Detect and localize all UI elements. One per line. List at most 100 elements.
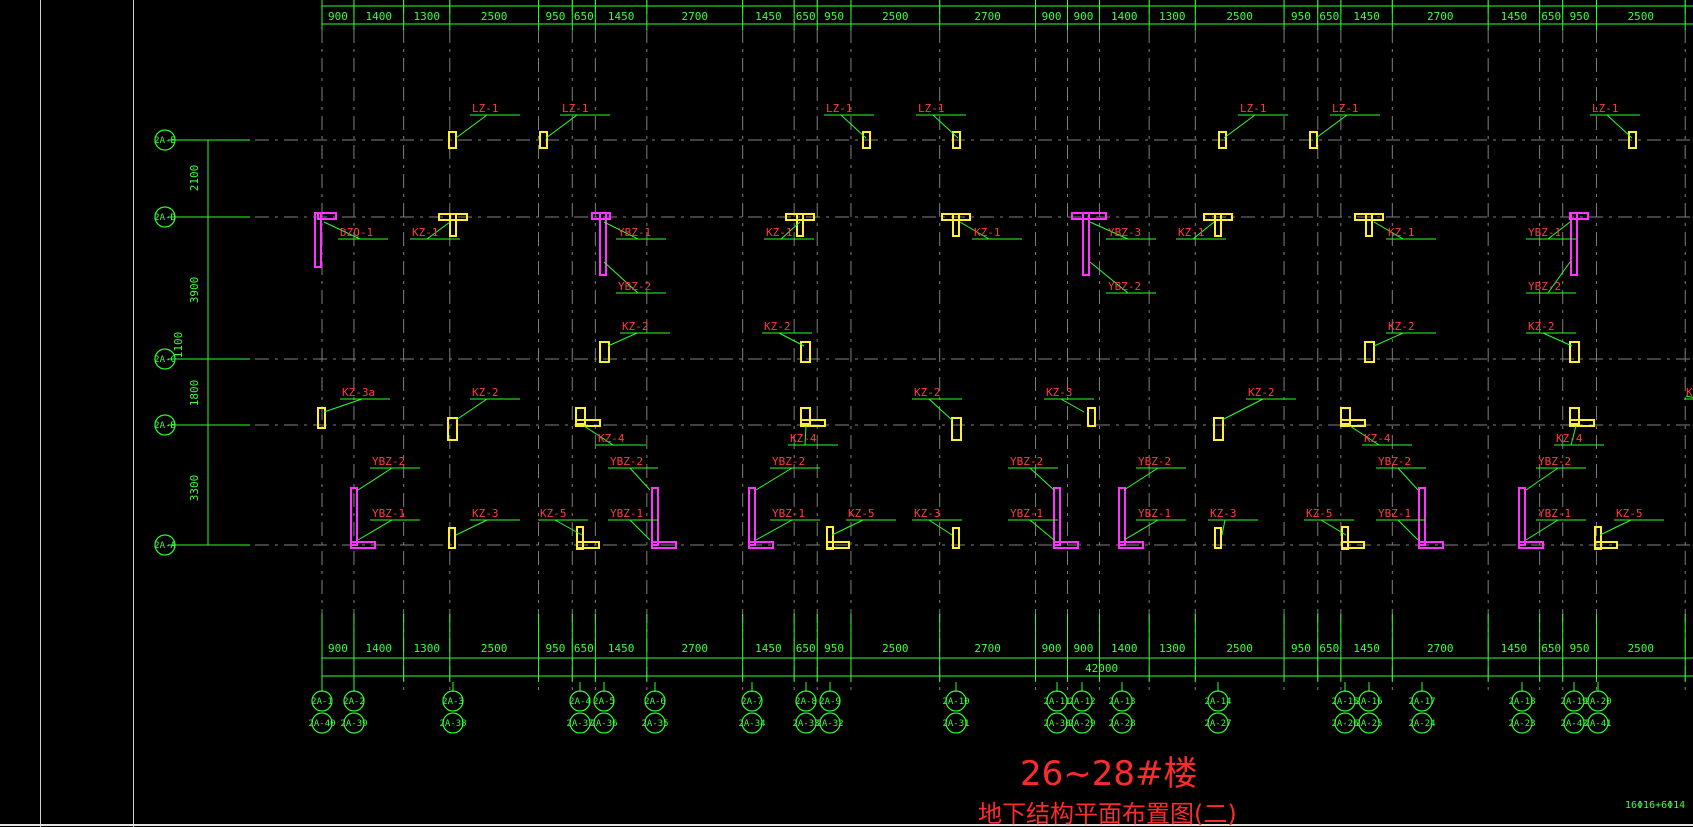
column-tag: LZ-1 bbox=[1332, 102, 1359, 115]
tag-leader bbox=[603, 221, 639, 240]
tag-leader bbox=[1606, 114, 1633, 139]
column-axis-bubbles: 2A-12A-402A-22A-392A-32A-382A-42A-372A-5… bbox=[308, 682, 1612, 734]
column-outline bbox=[1569, 407, 1580, 425]
column-outline bbox=[1214, 213, 1222, 237]
column-outline bbox=[952, 527, 960, 549]
column-axis-label: 2A-30 bbox=[1043, 719, 1070, 729]
column-axis-label: 2A-17 bbox=[1408, 697, 1435, 707]
column-tag: KZ-1 bbox=[1388, 226, 1415, 239]
row-axis-bubbles: 2A-E2A-D2A-C2A-B2A-A bbox=[154, 129, 176, 556]
drawing-title: 26~28#楼 bbox=[1020, 754, 1198, 794]
column-tag: KZ-1 bbox=[974, 226, 1001, 239]
column-axis-label: 2A-27 bbox=[1204, 719, 1231, 729]
column-tag: LZ-1 bbox=[826, 102, 853, 115]
tag-leader bbox=[603, 261, 639, 294]
bottom-dim-text: 1450 bbox=[1353, 642, 1380, 655]
column-tag: KZ-2 bbox=[1248, 386, 1275, 399]
column-outline bbox=[1087, 407, 1096, 427]
top-dim-text: 2500 bbox=[481, 10, 508, 23]
column-axis-bubble bbox=[593, 712, 615, 734]
top-dim-text: 1450 bbox=[608, 10, 635, 23]
column-axis-bubble bbox=[741, 690, 763, 712]
column-axis-label: 2A-9 bbox=[819, 697, 841, 707]
top-dim-text: 650 bbox=[796, 10, 816, 23]
column-axis-bubble bbox=[1411, 712, 1433, 734]
top-dim-text: 2500 bbox=[1628, 10, 1655, 23]
column-tag: KZ-5 bbox=[848, 507, 875, 520]
column-axis-label: 2A-26 bbox=[1331, 719, 1358, 729]
tag-leader bbox=[928, 519, 953, 536]
tag-leader bbox=[1223, 114, 1256, 139]
column-axis-label: 2A-20 bbox=[1584, 697, 1611, 707]
top-dim-text: 2500 bbox=[1226, 10, 1253, 23]
column-tag: YBZ-2 bbox=[1010, 455, 1043, 468]
tag-leader bbox=[629, 467, 651, 491]
column-symbols bbox=[314, 131, 1637, 550]
column-axis-bubble bbox=[1334, 690, 1356, 712]
column-axis-bubble bbox=[644, 690, 666, 712]
column-axis-label: 2A-29 bbox=[1068, 719, 1095, 729]
bottom-dim-text: 950 bbox=[1291, 642, 1311, 655]
tag-leader bbox=[778, 332, 805, 347]
column-axis-label: 2A-4 bbox=[569, 697, 591, 707]
row-axis-label: 2A-C bbox=[154, 355, 176, 365]
column-axis-label: 2A-35 bbox=[641, 719, 668, 729]
column-outline bbox=[575, 419, 601, 427]
bottom-dim-text: 2500 bbox=[1628, 642, 1655, 655]
column-outline bbox=[317, 407, 326, 429]
tag-leader bbox=[1221, 519, 1226, 536]
column-axis-bubble bbox=[1511, 690, 1533, 712]
column-axis-label: 2A-41 bbox=[1584, 719, 1611, 729]
column-tag: YBZ-2 bbox=[772, 455, 805, 468]
column-outline bbox=[800, 407, 811, 425]
tag-leader bbox=[804, 425, 807, 446]
column-axis-bubble bbox=[945, 690, 967, 712]
column-outline bbox=[1418, 487, 1426, 546]
column-axis-bubble bbox=[1046, 690, 1068, 712]
tag-leader bbox=[1349, 425, 1380, 446]
column-axis-label: 2A-15 bbox=[1331, 697, 1358, 707]
bottom-dim-text: 900 bbox=[1042, 642, 1062, 655]
column-outline bbox=[800, 419, 826, 427]
column-tag: YBZ-1 bbox=[1378, 507, 1411, 520]
row-axis-bubble bbox=[154, 414, 176, 436]
bottom-dim-text: 1450 bbox=[608, 642, 635, 655]
column-tag: KZ-2 bbox=[1686, 386, 1693, 399]
column-tag: KZ-3 bbox=[1210, 507, 1237, 520]
tag-leader bbox=[1320, 519, 1347, 536]
column-axis-bubble bbox=[311, 690, 333, 712]
top-dim-text: 1400 bbox=[1111, 10, 1138, 23]
column-tag: KZ-4 bbox=[1364, 432, 1391, 445]
column-outline bbox=[314, 212, 322, 268]
column-axis-label: 2A-28 bbox=[1108, 719, 1135, 729]
tag-leader bbox=[928, 398, 953, 421]
bottom-dim-text: 650 bbox=[1541, 642, 1561, 655]
column-outline bbox=[1594, 541, 1618, 549]
tag-leader bbox=[357, 467, 393, 491]
tag-leader bbox=[1315, 114, 1348, 139]
column-outline bbox=[350, 541, 376, 549]
tag-leader bbox=[1123, 467, 1159, 491]
column-axis-bubble bbox=[1111, 690, 1133, 712]
tag-leader bbox=[831, 519, 864, 536]
column-outline bbox=[1214, 527, 1222, 549]
top-dim-text: 900 bbox=[328, 10, 348, 23]
column-outline bbox=[317, 212, 337, 220]
column-axis-label: 2A-18 bbox=[1508, 697, 1535, 707]
tag-leader bbox=[1525, 519, 1559, 541]
top-dim-text: 1300 bbox=[413, 10, 440, 23]
tag-leader bbox=[554, 519, 583, 536]
left-dim-text: 3900 bbox=[188, 277, 201, 304]
column-outline bbox=[1340, 407, 1351, 425]
column-axis-label: 2A-3 bbox=[442, 697, 464, 707]
tag-leader bbox=[840, 114, 867, 139]
left-dim-text: 1800 bbox=[188, 380, 201, 407]
column-axis-label: 2A-25 bbox=[1355, 719, 1382, 729]
top-dim-text: 1300 bbox=[1159, 10, 1186, 23]
bottom-dim-text: 2700 bbox=[682, 642, 709, 655]
bottom-dim-text: 1450 bbox=[755, 642, 782, 655]
bottom-dim-text: 2700 bbox=[1427, 642, 1454, 655]
column-tag: LZ-1 bbox=[562, 102, 589, 115]
column-axis-label: 2A-7 bbox=[741, 697, 763, 707]
